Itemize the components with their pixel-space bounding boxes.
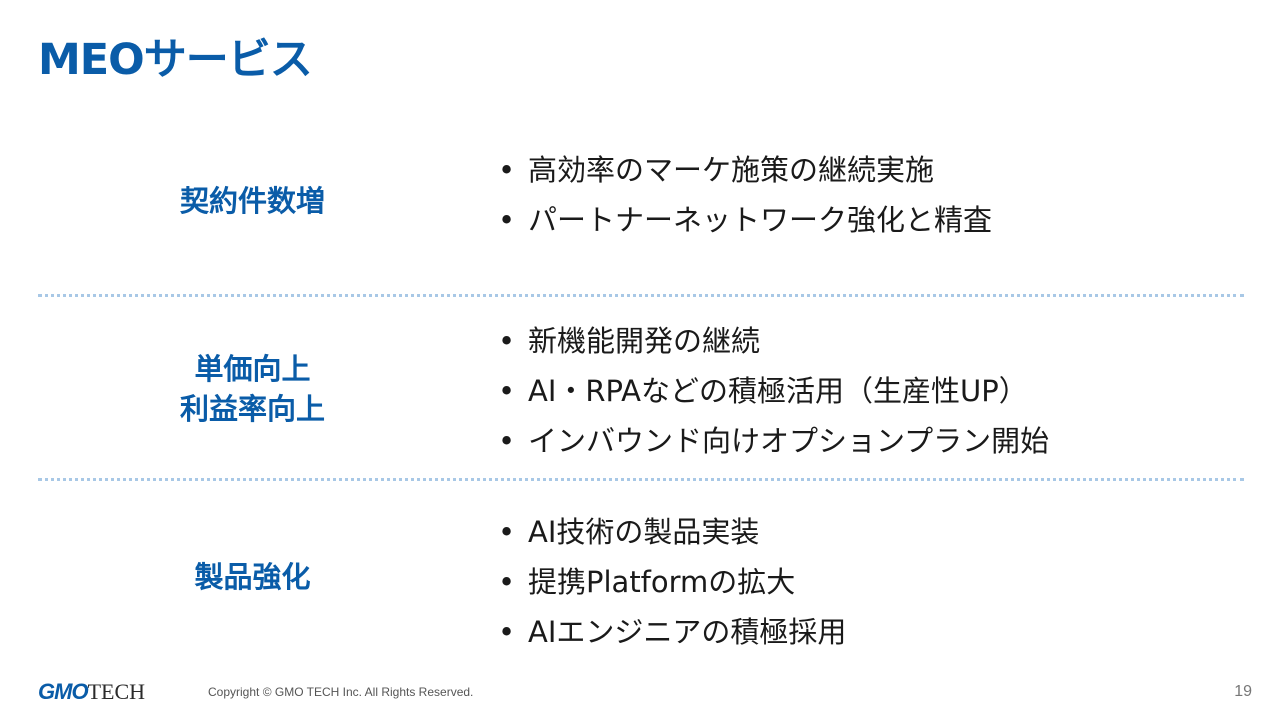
section-label-line: 単価向上: [194, 352, 311, 386]
copyright-text: Copyright © GMO TECH Inc. All Rights Res…: [208, 685, 474, 699]
logo-secondary: TECH: [87, 679, 146, 704]
bullet-item: AI・RPAなどの積極活用（生産性UP）: [498, 366, 1049, 416]
gmo-tech-logo: GMOTECH: [38, 678, 145, 706]
section-label-line: 契約件数増: [179, 184, 325, 218]
bullet-item: 高効率のマーケ施策の継続実施: [498, 145, 992, 195]
section-divider: [38, 478, 1244, 481]
bullet-item: AIエンジニアの積極採用: [498, 607, 846, 657]
bullet-item: 新機能開発の継続: [498, 316, 1049, 366]
logo-primary: GMO: [38, 679, 89, 704]
bullet-item: パートナーネットワーク強化と精査: [498, 195, 992, 245]
slide-title: MEOサービス: [38, 35, 313, 85]
bullet-list: 新機能開発の継続 AI・RPAなどの積極活用（生産性UP） インバウンド向けオプ…: [498, 316, 1049, 466]
bullet-item: インバウンド向けオプションプラン開始: [498, 416, 1049, 466]
bullet-list: AI技術の製品実装 提携Platformの拡大 AIエンジニアの積極採用: [498, 507, 846, 657]
section-divider: [38, 294, 1244, 297]
page-number: 19: [1234, 683, 1252, 700]
section-label: 契約件数増: [120, 181, 385, 221]
section-label: 製品強化: [120, 557, 385, 597]
bullet-item: AI技術の製品実装: [498, 507, 846, 557]
section-label: 単価向上 利益率向上: [120, 349, 385, 429]
bullet-list: 高効率のマーケ施策の継続実施 パートナーネットワーク強化と精査: [498, 145, 992, 245]
bullet-item: 提携Platformの拡大: [498, 557, 846, 607]
section-label-line: 製品強化: [194, 560, 311, 594]
section-label-line: 利益率向上: [179, 392, 325, 426]
